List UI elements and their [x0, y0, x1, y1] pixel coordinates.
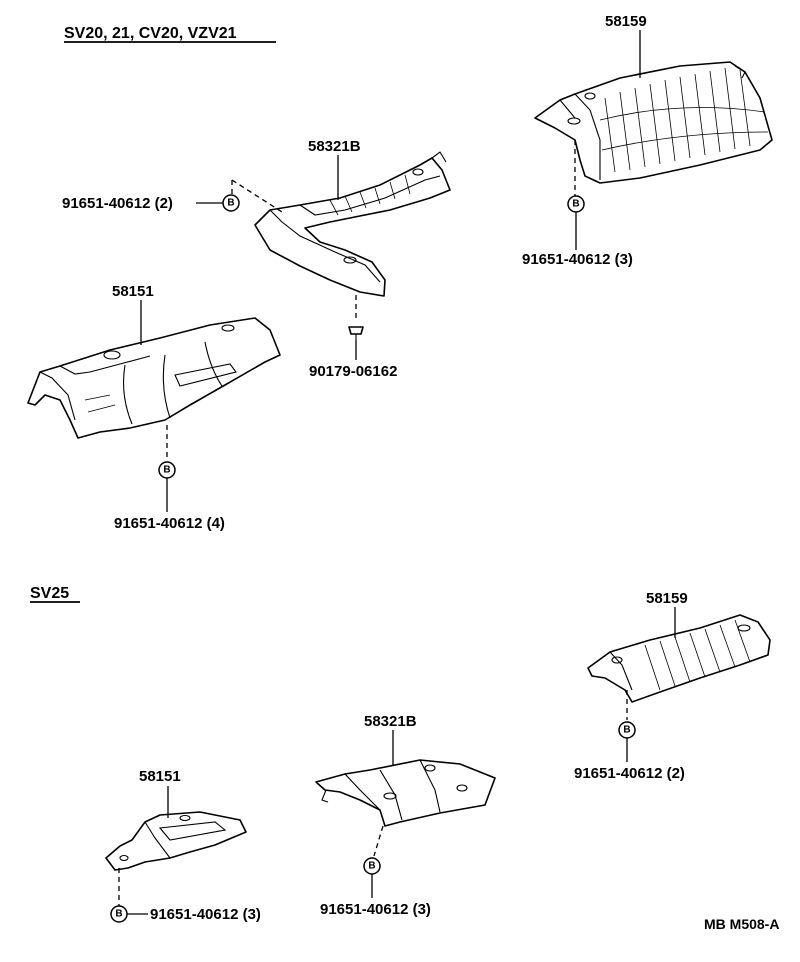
svg-text:B: B: [163, 465, 170, 476]
bolt-symbol: B: [363, 857, 381, 875]
bolt-part-number: 91651-40612 (3): [522, 251, 633, 268]
part-number-58321b: 58321B: [364, 713, 417, 730]
section-header-sv20-21-cv20-vzv21: SV20, 21, CV20, VZV21: [64, 25, 237, 42]
part-58159-heat-insulator-top: [534, 61, 773, 184]
part-58151-heat-insulator-top: [27, 317, 281, 439]
bolt-part-number: 91651-40612 (2): [62, 195, 173, 212]
part-number-58159: 58159: [646, 590, 688, 607]
bolt-leader-dashed: [231, 179, 283, 213]
diagram-reference-code: MB M508-A: [704, 916, 779, 932]
bolt-part-number: 91651-40612 (4): [114, 515, 225, 532]
svg-text:B: B: [227, 198, 234, 209]
part-58159-heat-insulator-bottom: [587, 614, 771, 703]
part-58321b-heat-insulator-bottom: [315, 759, 496, 827]
part-number-58151: 58151: [112, 283, 154, 300]
bolt-symbol: B: [567, 195, 585, 213]
part-number-58321b: 58321B: [308, 138, 361, 155]
bolt-part-number: 91651-40612 (3): [320, 901, 431, 918]
svg-text:B: B: [623, 725, 630, 736]
part-number-58159: 58159: [605, 13, 647, 30]
bolt-symbol: B: [618, 721, 636, 739]
bolt-part-number: 91651-40612 (3): [150, 906, 261, 923]
svg-text:B: B: [368, 861, 375, 872]
bolt-symbol: B: [222, 194, 240, 212]
bolt-leader-dashed: [373, 825, 384, 857]
part-58151-heat-insulator-bottom: [105, 811, 247, 871]
clip-part-number: 90179-06162: [309, 363, 397, 380]
svg-text:B: B: [572, 199, 579, 210]
part-number-58151: 58151: [139, 768, 181, 785]
part-58321b-heat-insulator-top: [254, 151, 451, 297]
bolt-part-number: 91651-40612 (2): [574, 765, 685, 782]
section-header-sv25: SV25: [30, 585, 69, 602]
clip-fastener-icon: [348, 326, 364, 340]
bolt-symbol: B: [110, 905, 128, 923]
svg-text:B: B: [115, 909, 122, 920]
bolt-symbol: B: [158, 461, 176, 479]
